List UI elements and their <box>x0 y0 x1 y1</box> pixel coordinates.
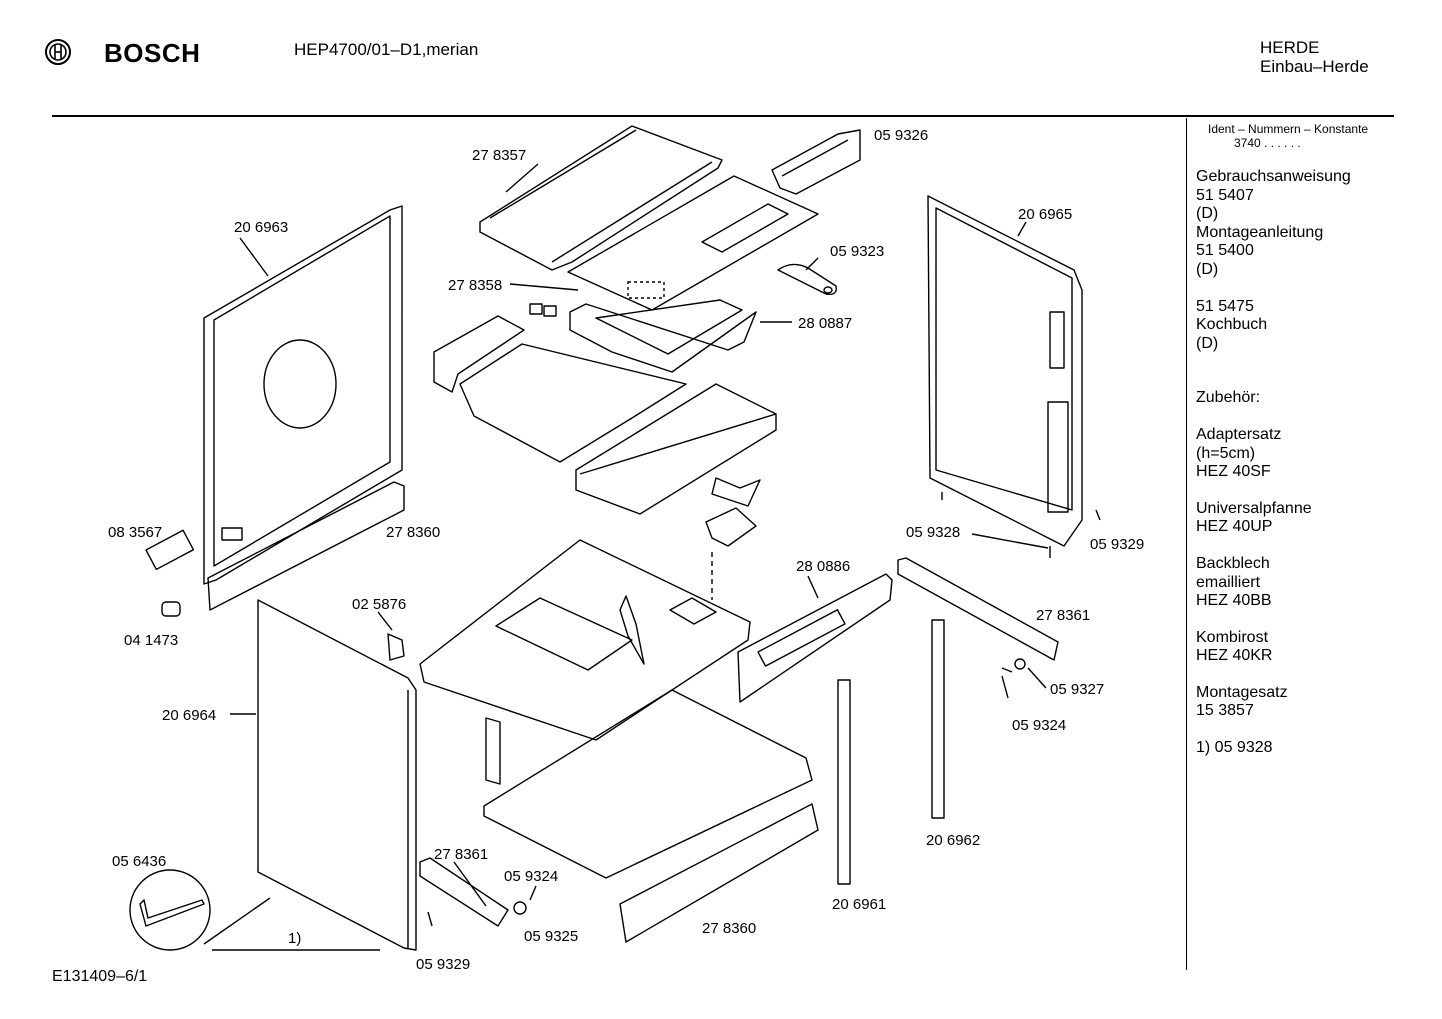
oven-frame-assembly <box>433 315 777 547</box>
sidebar-divider <box>1186 118 1187 970</box>
sidebar-line: (D) <box>1196 205 1219 223</box>
part-number-label: 27 8358 <box>448 277 502 294</box>
sidebar-line: 15 3857 <box>1196 702 1254 720</box>
part-number-label: 08 3567 <box>108 524 162 541</box>
side-rail <box>897 557 1059 661</box>
lower-rail <box>207 481 509 927</box>
sidebar-block: Zubehör: <box>1196 389 1432 408</box>
part-number-label: 05 9329 <box>1090 536 1144 553</box>
part-number-label: 20 6964 <box>162 707 216 724</box>
sidebar-block: 1) 05 9328 <box>1196 739 1432 758</box>
part-number-label: 05 9324 <box>504 868 558 885</box>
left-side-panel <box>203 205 403 585</box>
vertical-strip <box>837 619 945 885</box>
sidebar-line: 1) 05 9328 <box>1196 739 1273 757</box>
sidebar-line: Montageanleitung <box>1196 223 1324 241</box>
part-number-label: 04 1473 <box>124 632 178 649</box>
part-labels: 27 8357 05 9326 20 6963 20 6965 05 9323 27 83… <box>108 127 1144 973</box>
ident-title: Ident – Nummern – Konstante <box>1208 122 1369 136</box>
model-number: HEP4700/01–D1,merian <box>294 40 479 59</box>
sidebar-line: 51 5400 <box>1196 242 1254 260</box>
frame-rail <box>569 299 757 373</box>
small-bracket <box>529 303 557 317</box>
sidebar-line: Kochbuch <box>1196 316 1268 334</box>
sidebar-line: Universalpfanne <box>1196 499 1312 517</box>
part-number-label: 05 9327 <box>1050 681 1104 698</box>
part-number-label: 27 8361 <box>1036 607 1090 624</box>
part-number-label: 05 9323 <box>830 243 884 260</box>
exploded-parts-diagram: 27 8357 05 9326 20 6963 20 6965 05 9323 27 83… <box>108 125 1144 973</box>
handle-part <box>777 263 837 296</box>
part-number-label: 20 6965 <box>1018 206 1072 223</box>
bottom-tray <box>419 539 751 741</box>
part-number-label: 28 0887 <box>798 315 852 332</box>
part-number-label: 05 6436 <box>112 853 166 870</box>
top-cover-panel <box>479 125 723 271</box>
sidebar-line: 51 5407 <box>1196 186 1254 204</box>
sidebar-line: Adaptersatz <box>1196 425 1282 443</box>
part-number-label: 27 8361 <box>434 846 488 863</box>
part-number-label: 27 8360 <box>702 920 756 937</box>
sidebar-line: HEZ 40UP <box>1196 518 1273 536</box>
part-number-label: 05 9325 <box>524 928 578 945</box>
part-number-label: 20 6962 <box>926 832 980 849</box>
sidebar-line: (D) <box>1196 260 1219 278</box>
part-number-label: 05 9324 <box>1012 717 1066 734</box>
part-number-label: 28 0886 <box>796 558 850 575</box>
inner-top-plate <box>567 175 819 311</box>
part-number-label: 02 5876 <box>352 596 406 613</box>
sidebar-line: HEZ 40KR <box>1196 647 1273 665</box>
sidebar: Ident – Nummern – Konstante 3740 . . . .… <box>1196 122 1432 758</box>
part-number-label: 27 8360 <box>386 524 440 541</box>
category-line: HERDE <box>1260 38 1320 57</box>
part-number-label: 05 9329 <box>416 956 470 973</box>
front-panel <box>257 599 417 951</box>
brand-name: BOSCH <box>104 38 201 68</box>
sidebar-line: HEZ 40SF <box>1196 463 1271 481</box>
sidebar-line: Kombirost <box>1196 628 1269 646</box>
part-number-label: 05 9328 <box>906 524 960 541</box>
header: BOSCH HEP4700/01–D1,merian HERDE Einbau–… <box>0 0 1442 118</box>
drawing-code: E131409–6/1 <box>52 968 148 985</box>
sidebar-line: Montagesatz <box>1196 683 1288 701</box>
part-number-label: 20 6961 <box>832 896 886 913</box>
detail-callout <box>129 869 380 951</box>
sidebar-line: HEZ 40BB <box>1196 592 1272 610</box>
ident-value: 3740 . . . . . . <box>1234 136 1301 150</box>
clip-part <box>771 129 861 195</box>
sidebar-line: (D) <box>1196 334 1219 352</box>
rear-rail <box>737 573 893 703</box>
category-line: Einbau–Herde <box>1260 57 1369 76</box>
sidebar-block: Adaptersatz(h=5cm)HEZ 40SF <box>1196 426 1432 482</box>
right-side-panel <box>927 195 1083 547</box>
sidebar-line: Gebrauchsanweisung <box>1196 168 1351 185</box>
small-part <box>145 492 1101 927</box>
part-number-label: 05 9326 <box>874 127 928 144</box>
base-plate <box>483 689 819 943</box>
bosch-logo-icon <box>45 39 71 65</box>
sidebar-line: 51 5475 <box>1196 297 1254 315</box>
appliance-category: HERDE Einbau–Herde <box>1260 38 1400 76</box>
sidebar-line: Zubehör: <box>1196 389 1261 407</box>
header-divider <box>52 115 1394 117</box>
part-number-label: 20 6963 <box>234 219 288 236</box>
part-number-label: 27 8357 <box>472 147 526 164</box>
sidebar-line: Backblech <box>1196 554 1270 572</box>
sidebar-line: (h=5cm) <box>1196 444 1256 462</box>
part-number-label: 1) <box>288 930 301 947</box>
leader-lines <box>230 163 1049 907</box>
sidebar-line: emailliert <box>1196 573 1261 591</box>
